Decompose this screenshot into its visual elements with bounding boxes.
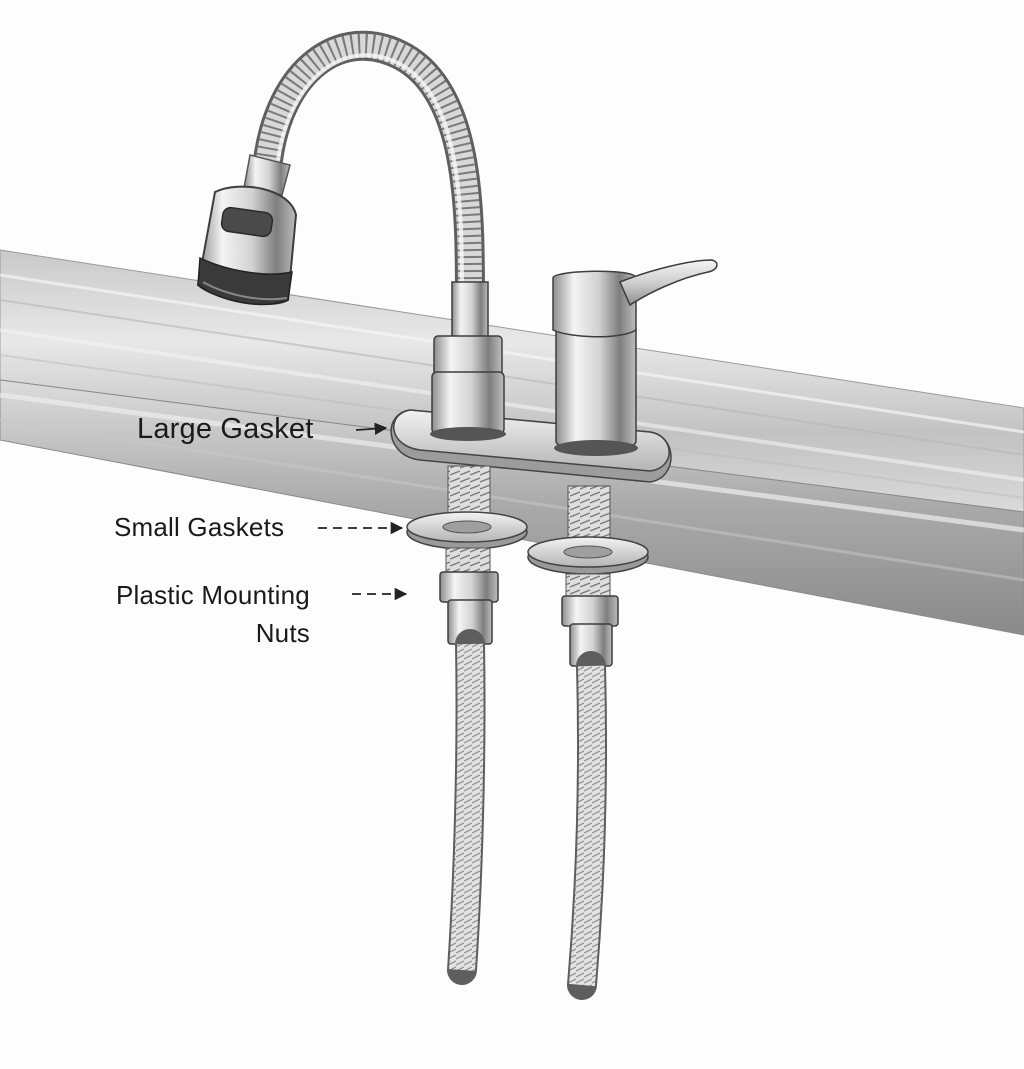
large-gasket-arrow [355,422,388,436]
large-gasket-label: Large Gasket [137,413,314,445]
mounting-nuts-label: Plastic Mounting Nuts [116,576,310,652]
spray-head [196,185,298,306]
supply-hoses [447,629,607,1000]
small-gaskets-label: Small Gaskets [114,512,285,542]
mounting-nuts-label-line2: Nuts [255,618,310,648]
spout-base [430,281,506,441]
leader-arrows [318,422,408,601]
faucet-handle [552,259,718,456]
mounting-nuts-label-line1: Plastic Mounting [116,580,310,610]
countertop [0,249,1024,636]
small-gaskets [406,511,649,575]
faucet-spout [196,30,485,315]
